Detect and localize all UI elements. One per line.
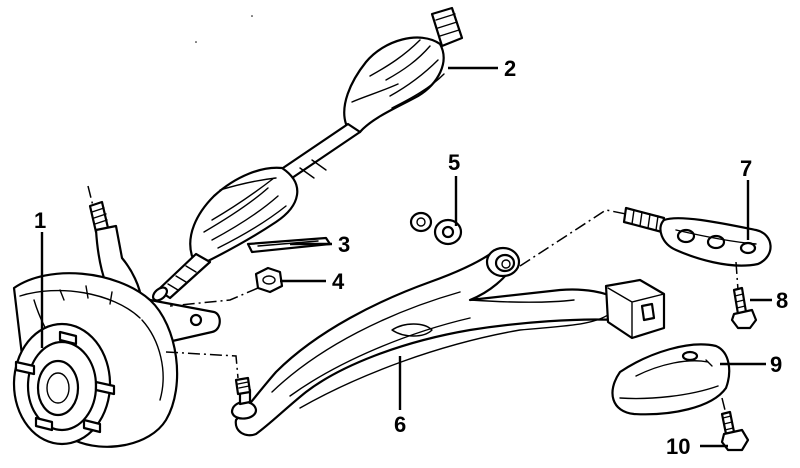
steering-knuckle-hub bbox=[12, 185, 239, 448]
bushing-spacer-part-5 bbox=[409, 211, 463, 246]
callout-10: 10 bbox=[666, 434, 690, 459]
callout-8: 8 bbox=[776, 288, 788, 313]
callout-4: 4 bbox=[332, 269, 345, 294]
lower-control-arm bbox=[230, 209, 666, 437]
scan-speck bbox=[251, 15, 253, 17]
callout-labels: 1 2 3 4 5 6 7 8 9 10 bbox=[34, 56, 788, 459]
callout-7: 7 bbox=[740, 156, 752, 181]
mounting-bracket-part-7 bbox=[622, 206, 772, 267]
rear-mount-part-9 bbox=[611, 343, 731, 416]
callout-9: 9 bbox=[770, 352, 782, 377]
callout-5: 5 bbox=[448, 150, 460, 175]
callout-6: 6 bbox=[394, 412, 406, 437]
leader-lines bbox=[40, 66, 772, 448]
nut-part-4 bbox=[169, 266, 284, 307]
callout-3: 3 bbox=[338, 232, 350, 257]
callout-2: 2 bbox=[504, 56, 516, 81]
bolt-part-10 bbox=[720, 397, 750, 452]
bolt-part-8 bbox=[730, 261, 758, 330]
callout-1: 1 bbox=[34, 208, 46, 233]
scan-speck bbox=[195, 41, 197, 43]
drive-shaft bbox=[151, 6, 464, 302]
